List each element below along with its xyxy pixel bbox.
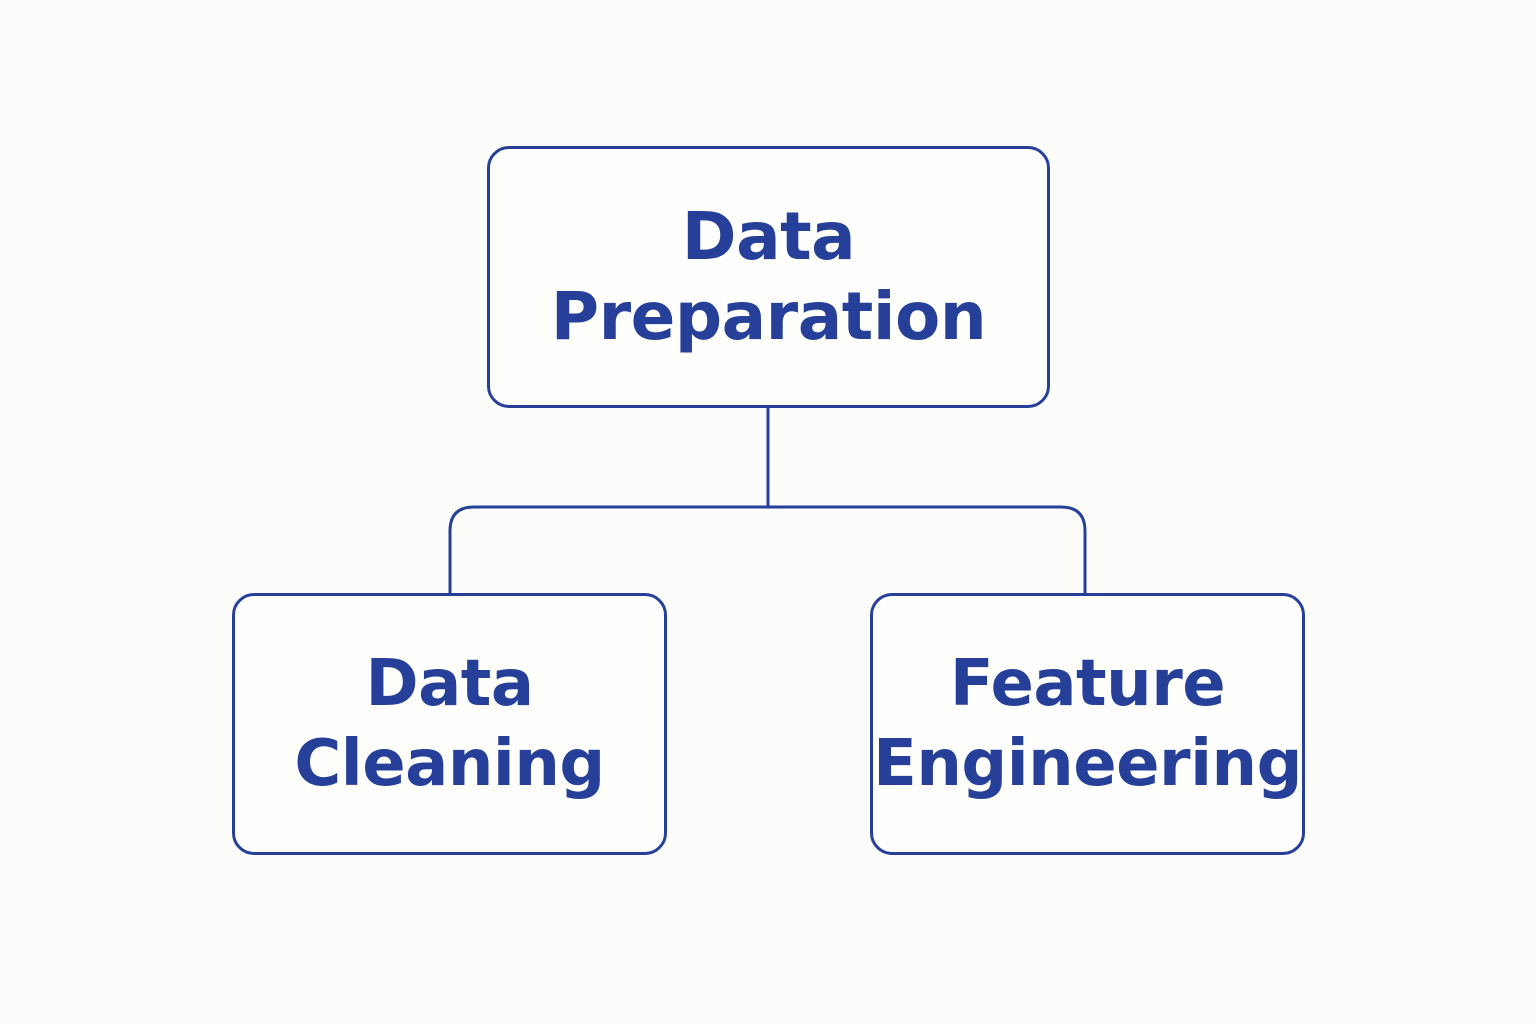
connector-branch — [448, 505, 1087, 593]
node-data-cleaning-line1: Data — [365, 647, 534, 721]
node-data-preparation: Data Preparation — [487, 146, 1050, 408]
node-data-preparation-line1: Data — [681, 198, 856, 275]
node-feature-engineering-line2: Engineering — [873, 727, 1302, 801]
node-data-preparation-line2: Preparation — [550, 278, 987, 355]
node-feature-engineering: Feature Engineering — [870, 593, 1305, 855]
node-data-cleaning-line2: Cleaning — [294, 727, 605, 801]
node-data-cleaning: Data Cleaning — [232, 593, 667, 855]
node-feature-engineering-line1: Feature — [949, 647, 1226, 721]
